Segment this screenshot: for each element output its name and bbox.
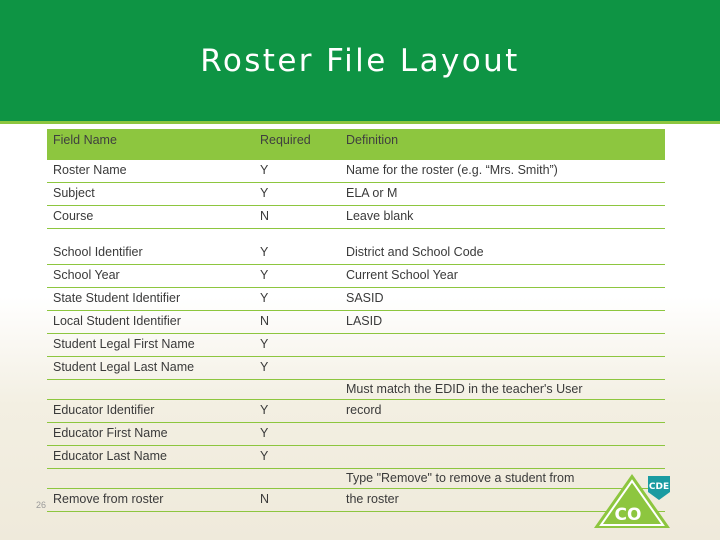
table-header-row: Field Name Required Definition [47, 129, 665, 160]
cell-field-name: Educator First Name [47, 422, 254, 446]
cell-required: Y [254, 422, 340, 446]
cell-required [254, 379, 340, 400]
table-spacer-row [47, 229, 665, 242]
cell-required: N [254, 488, 340, 512]
cell-required: Y [254, 333, 340, 357]
cell-field-name: Student Legal Last Name [47, 356, 254, 380]
cell-field-name: School Identifier [47, 241, 254, 265]
cell-definition [340, 333, 665, 357]
cell-required: Y [254, 241, 340, 265]
cell-definition [340, 422, 665, 446]
cell-definition [340, 356, 665, 380]
roster-table: Field Name Required Definition Roster Na… [47, 129, 665, 512]
cell-required: N [254, 310, 340, 334]
page-number: 26 [36, 500, 47, 510]
cell-definition: Current School Year [340, 264, 665, 288]
cell-definition: District and School Code [340, 241, 665, 265]
page-title: Roster File Layout [200, 42, 520, 79]
table-row: Educator First Name Y [47, 422, 665, 446]
cell-definition: Leave blank [340, 205, 665, 229]
cell-definition: Name for the roster (e.g. “Mrs. Smith”) [340, 159, 665, 183]
title-band [0, 0, 720, 124]
table-row: School Year Y Current School Year [47, 264, 665, 288]
cell-field-name [47, 229, 254, 242]
cell-definition: Type "Remove" to remove a student from [340, 468, 665, 489]
table-row: Remove from roster N the roster [47, 488, 665, 512]
cell-field-name: Educator Identifier [47, 399, 254, 423]
table-row: Roster Name Y Name for the roster (e.g. … [47, 159, 665, 183]
cell-definition: LASID [340, 310, 665, 334]
cell-definition: the roster [340, 488, 665, 512]
cell-field-name [47, 379, 254, 400]
roster-table-wrapper: Field Name Required Definition Roster Na… [47, 129, 665, 512]
cell-required: Y [254, 287, 340, 311]
cell-field-name: Subject [47, 182, 254, 206]
cell-field-name: Local Student Identifier [47, 310, 254, 334]
cell-field-name: State Student Identifier [47, 287, 254, 311]
column-header-definition: Definition [340, 129, 665, 160]
svg-text:CDE: CDE [649, 482, 669, 492]
cell-field-name: School Year [47, 264, 254, 288]
cde-logo: CO CDE [588, 468, 676, 534]
table-row: Student Legal First Name Y [47, 333, 665, 357]
table-row: Educator Last Name Y [47, 445, 665, 469]
table-row: Type "Remove" to remove a student from [47, 468, 665, 489]
cell-definition [340, 229, 665, 242]
cell-definition: ELA or M [340, 182, 665, 206]
cell-field-name [47, 468, 254, 489]
cell-required: Y [254, 399, 340, 423]
cell-required: Y [254, 182, 340, 206]
cell-field-name: Remove from roster [47, 488, 254, 512]
cell-required: Y [254, 264, 340, 288]
cell-definition: SASID [340, 287, 665, 311]
svg-text:CO: CO [615, 505, 642, 525]
column-header-field-name: Field Name [47, 129, 254, 160]
title-band-rule [0, 121, 720, 124]
table-row: Local Student Identifier N LASID [47, 310, 665, 334]
cell-definition [340, 445, 665, 469]
table-row: Student Legal Last Name Y [47, 356, 665, 380]
table-row: School Identifier Y District and School … [47, 241, 665, 265]
table-row: State Student Identifier Y SASID [47, 287, 665, 311]
cell-required: N [254, 205, 340, 229]
cell-required: Y [254, 356, 340, 380]
table-row: Subject Y ELA or M [47, 182, 665, 206]
table-row: Educator Identifier Y record [47, 399, 665, 423]
cell-required: Y [254, 159, 340, 183]
cell-required [254, 468, 340, 489]
cell-field-name: Course [47, 205, 254, 229]
cell-required [254, 229, 340, 242]
table-row: Course N Leave blank [47, 205, 665, 229]
cell-field-name: Educator Last Name [47, 445, 254, 469]
cell-field-name: Roster Name [47, 159, 254, 183]
cell-definition: record [340, 399, 665, 423]
cell-field-name: Student Legal First Name [47, 333, 254, 357]
table-row: Must match the EDID in the teacher's Use… [47, 379, 665, 400]
cell-required: Y [254, 445, 340, 469]
cell-definition: Must match the EDID in the teacher's Use… [340, 379, 665, 400]
column-header-required: Required [254, 129, 340, 160]
